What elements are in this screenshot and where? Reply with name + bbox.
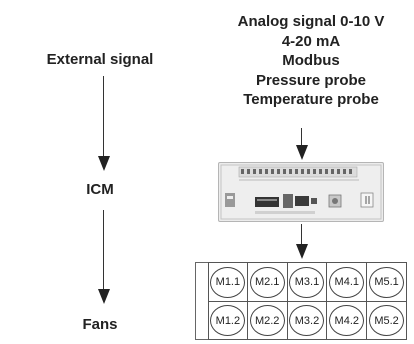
fans-label: Fans <box>82 316 118 333</box>
arrow-device-to-fans-shaft <box>301 224 303 248</box>
arrow-signal-to-device-shaft <box>301 128 303 150</box>
signal-type-item: Modbus <box>282 52 340 69</box>
fan-motor-m2-1: M2.1 <box>249 266 285 298</box>
fan-cell: M4.2 <box>327 301 368 340</box>
fan-motor-m4-1: M4.1 <box>329 266 365 298</box>
fan-motor-m5-1: M5.1 <box>369 266 405 298</box>
signal-types-list: Analog signal 0-10 V 4-20 mA Modbus Pres… <box>210 12 412 110</box>
arrow-external-to-icm-shaft <box>103 76 105 161</box>
fan-cell: M5.2 <box>367 301 407 340</box>
fan-cell: M1.1 <box>208 262 248 301</box>
fan-motor-m1-1: M1.1 <box>210 266 246 298</box>
signal-type-item: Pressure probe <box>255 71 367 89</box>
icm-controller-drawing <box>220 164 382 220</box>
fan-cell: M2.1 <box>247 262 288 301</box>
signal-type-item: Temperature probe <box>243 91 379 108</box>
signal-type-item: 4-20 mA <box>281 32 341 50</box>
arrow-icm-to-fans-head <box>98 289 110 304</box>
fan-cell: M5.1 <box>367 262 407 301</box>
external-signal-label: External signal <box>46 51 154 68</box>
arrow-signal-to-device-head <box>296 145 308 160</box>
fan-cell: M3.2 <box>287 301 328 340</box>
fan-cell: M4.1 <box>327 262 368 301</box>
fan-cell: M1.2 <box>208 301 248 340</box>
fan-motor-m3-1: M3.1 <box>289 266 325 298</box>
fan-cell: M3.1 <box>287 262 328 301</box>
fans-grid: M1.1 M2.1 M3.1 M4.1 M5.1 M1.2 M2.2 M3.2 … <box>208 262 407 340</box>
fan-row-2: M1.2 M2.2 M3.2 M4.2 M5.2 <box>208 301 407 340</box>
icm-controller-image <box>218 162 384 222</box>
fan-motor-m4-2: M4.2 <box>329 305 365 336</box>
fan-motor-m2-2: M2.2 <box>249 305 285 336</box>
arrow-external-to-icm-head <box>98 156 110 171</box>
fan-motor-m1-2: M1.2 <box>210 305 246 336</box>
signal-type-item: Analog signal 0-10 V <box>237 13 385 30</box>
fan-motor-m5-2: M5.2 <box>369 305 405 336</box>
fan-cell: M2.2 <box>247 301 288 340</box>
arrow-device-to-fans-head <box>296 244 308 259</box>
icm-label: ICM <box>86 181 114 198</box>
arrow-icm-to-fans-shaft <box>103 210 105 294</box>
fan-motor-m3-2: M3.2 <box>289 305 325 336</box>
fan-row-1: M1.1 M2.1 M3.1 M4.1 M5.1 <box>208 262 407 301</box>
